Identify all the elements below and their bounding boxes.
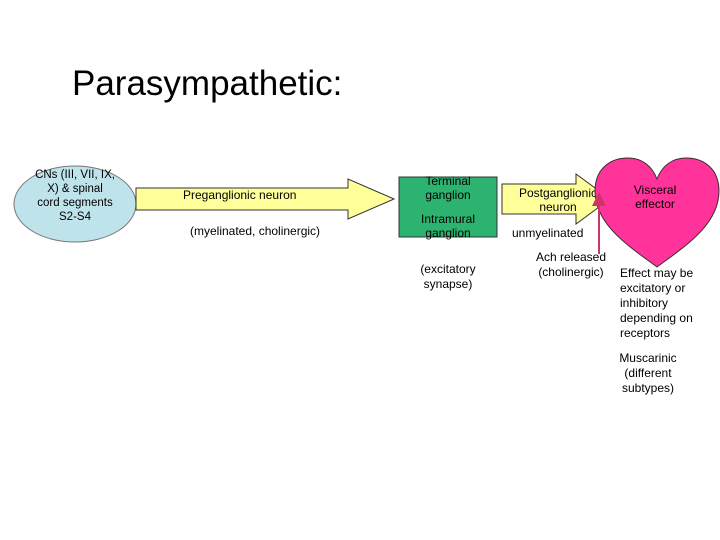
preganglionic-label: Preganglionic neuron	[183, 188, 297, 202]
ganglion-line-2: ganglion	[425, 188, 471, 202]
ganglion-line-4: ganglion	[425, 226, 471, 240]
postganglionic-detail: unmyelinated	[512, 226, 584, 240]
ganglion-line-3: Intramural	[420, 212, 476, 226]
effect-line-4: depending on	[620, 311, 693, 325]
postganglionic-line-2: neuron	[539, 200, 577, 214]
effect-line-5: receptors	[620, 326, 671, 340]
cns-line-4: S2-S4	[59, 211, 91, 223]
cns-line-2: X) & spinal	[47, 183, 103, 195]
ganglion-note-line-2: synapse)	[423, 277, 473, 291]
ganglion-line-1: Terminal	[425, 174, 471, 188]
ganglion-box	[398, 176, 498, 238]
cns-line-3: cord segments	[37, 197, 113, 209]
cns-line-1: CNs (III, VII, IX,	[35, 169, 115, 181]
effect-line-1: Effect may be	[620, 266, 694, 280]
page-title: Parasympathetic:	[72, 64, 343, 103]
cns-origin-label: CNs (III, VII, IX, X) & spinal cord segm…	[22, 168, 128, 224]
ganglion-note-line-1: (excitatory	[420, 262, 476, 276]
ach-line-2: (cholinergic)	[538, 265, 604, 279]
muscarinic-line-1: Muscarinic	[619, 351, 677, 365]
muscarinic-line-3: subtypes)	[621, 381, 675, 395]
postganglionic-line-1: Postganglionic	[518, 186, 598, 200]
ganglion-label: Terminal ganglion Intramural ganglion	[398, 174, 498, 240]
ach-line-1: Ach released	[535, 250, 607, 264]
preganglionic-detail: (myelinated, cholinergic)	[190, 224, 321, 238]
effector-line-1: Visceral	[633, 183, 677, 197]
effect-note: Effect may be excitatory or inhibitory d…	[620, 266, 720, 341]
muscarinic-line-2: (different	[624, 366, 672, 380]
effector-line-2: effector	[635, 197, 675, 211]
ganglion-note: (excitatory synapse)	[408, 262, 488, 292]
postganglionic-arrow	[501, 173, 611, 225]
ach-pointer-arrow	[592, 192, 606, 254]
effect-line-3: inhibitory	[620, 296, 669, 310]
ach-label: Ach released (cholinergic)	[528, 250, 614, 280]
effector-label: Visceral effector	[616, 183, 694, 211]
preganglionic-arrow	[135, 178, 396, 220]
muscarinic-note: Muscarinic (different subtypes)	[608, 351, 688, 396]
effect-line-2: excitatory or	[620, 281, 686, 295]
postganglionic-label: Postganglionic neuron	[508, 186, 608, 214]
